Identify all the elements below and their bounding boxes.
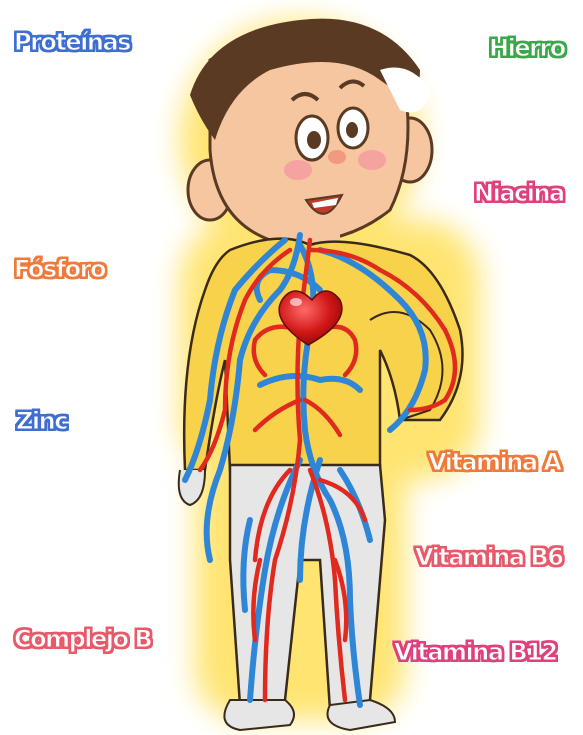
label-vitamina-a: Vitamina A	[428, 450, 561, 474]
label-niacina: Niacina	[474, 181, 564, 205]
label-hierro: Hierro	[489, 36, 565, 60]
label-complejo-b: Complejo B	[14, 627, 151, 651]
label-vitamina-b12: Vitamina B12	[394, 640, 557, 664]
label-proteinas: Proteínas	[14, 30, 130, 54]
label-zinc: Zinc	[16, 409, 67, 433]
label-vitamina-b6: Vitamina B6	[415, 545, 562, 569]
label-fosforo: Fósforo	[14, 257, 105, 281]
